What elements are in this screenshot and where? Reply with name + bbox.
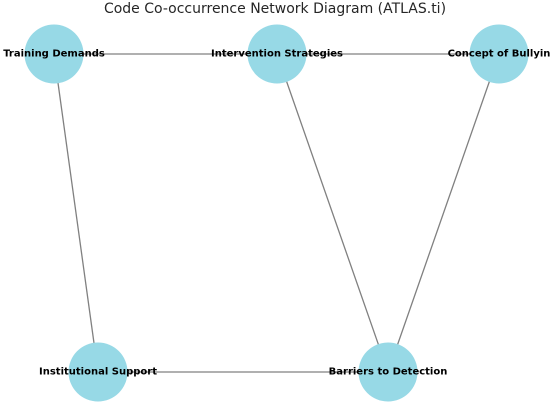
node-circle-training bbox=[24, 24, 84, 84]
edge-intervention-barriers bbox=[276, 53, 389, 373]
node-institutional: Institutional Support bbox=[39, 342, 157, 402]
node-circle-intervention bbox=[247, 24, 307, 84]
node-label-barriers: Barriers to Detection bbox=[329, 367, 448, 378]
node-circle-institutional bbox=[68, 342, 128, 402]
node-circle-barriers bbox=[358, 342, 418, 402]
node-training: Training Demands bbox=[3, 24, 105, 84]
node-label-training: Training Demands bbox=[3, 49, 105, 60]
node-intervention: Intervention Strategies bbox=[211, 24, 343, 84]
node-label-concept: Concept of Bullyin bbox=[448, 49, 550, 60]
edge-training-institutional bbox=[53, 53, 99, 373]
nodes-layer: Training Demands Intervention Strategies C… bbox=[3, 24, 550, 402]
edge-concept-barriers bbox=[387, 53, 500, 373]
edges-layer bbox=[53, 53, 500, 373]
node-label-institutional: Institutional Support bbox=[39, 367, 157, 378]
diagram-title: Code Co-occurrence Network Diagram (ATLA… bbox=[103, 1, 447, 17]
node-label-intervention: Intervention Strategies bbox=[211, 49, 343, 60]
node-concept: Concept of Bullyin bbox=[448, 24, 550, 84]
node-barriers: Barriers to Detection bbox=[329, 342, 448, 402]
node-circle-concept bbox=[469, 24, 529, 84]
